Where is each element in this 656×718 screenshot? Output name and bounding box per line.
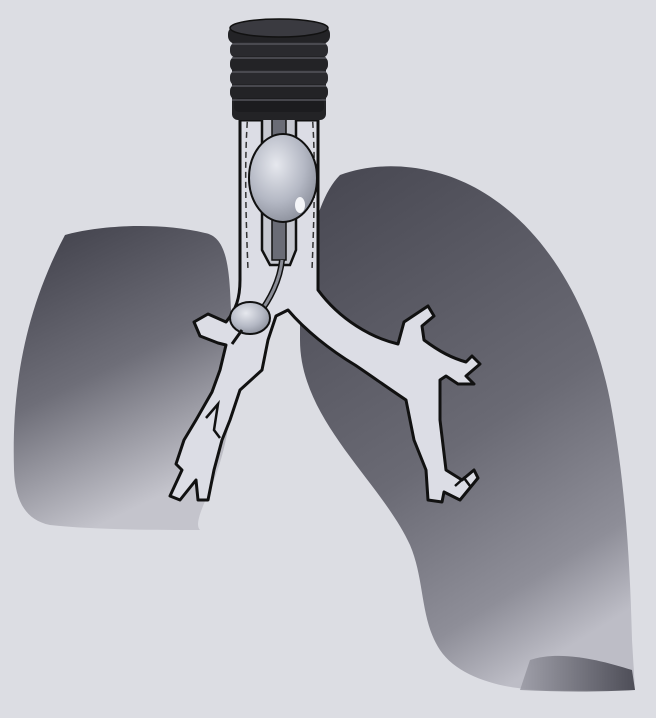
bronchial-cuff	[230, 302, 270, 334]
left-lung	[300, 166, 635, 690]
tracheal-cuff	[249, 134, 317, 222]
tracheal-cuff-highlight	[295, 197, 305, 213]
tube-connector	[228, 19, 330, 120]
